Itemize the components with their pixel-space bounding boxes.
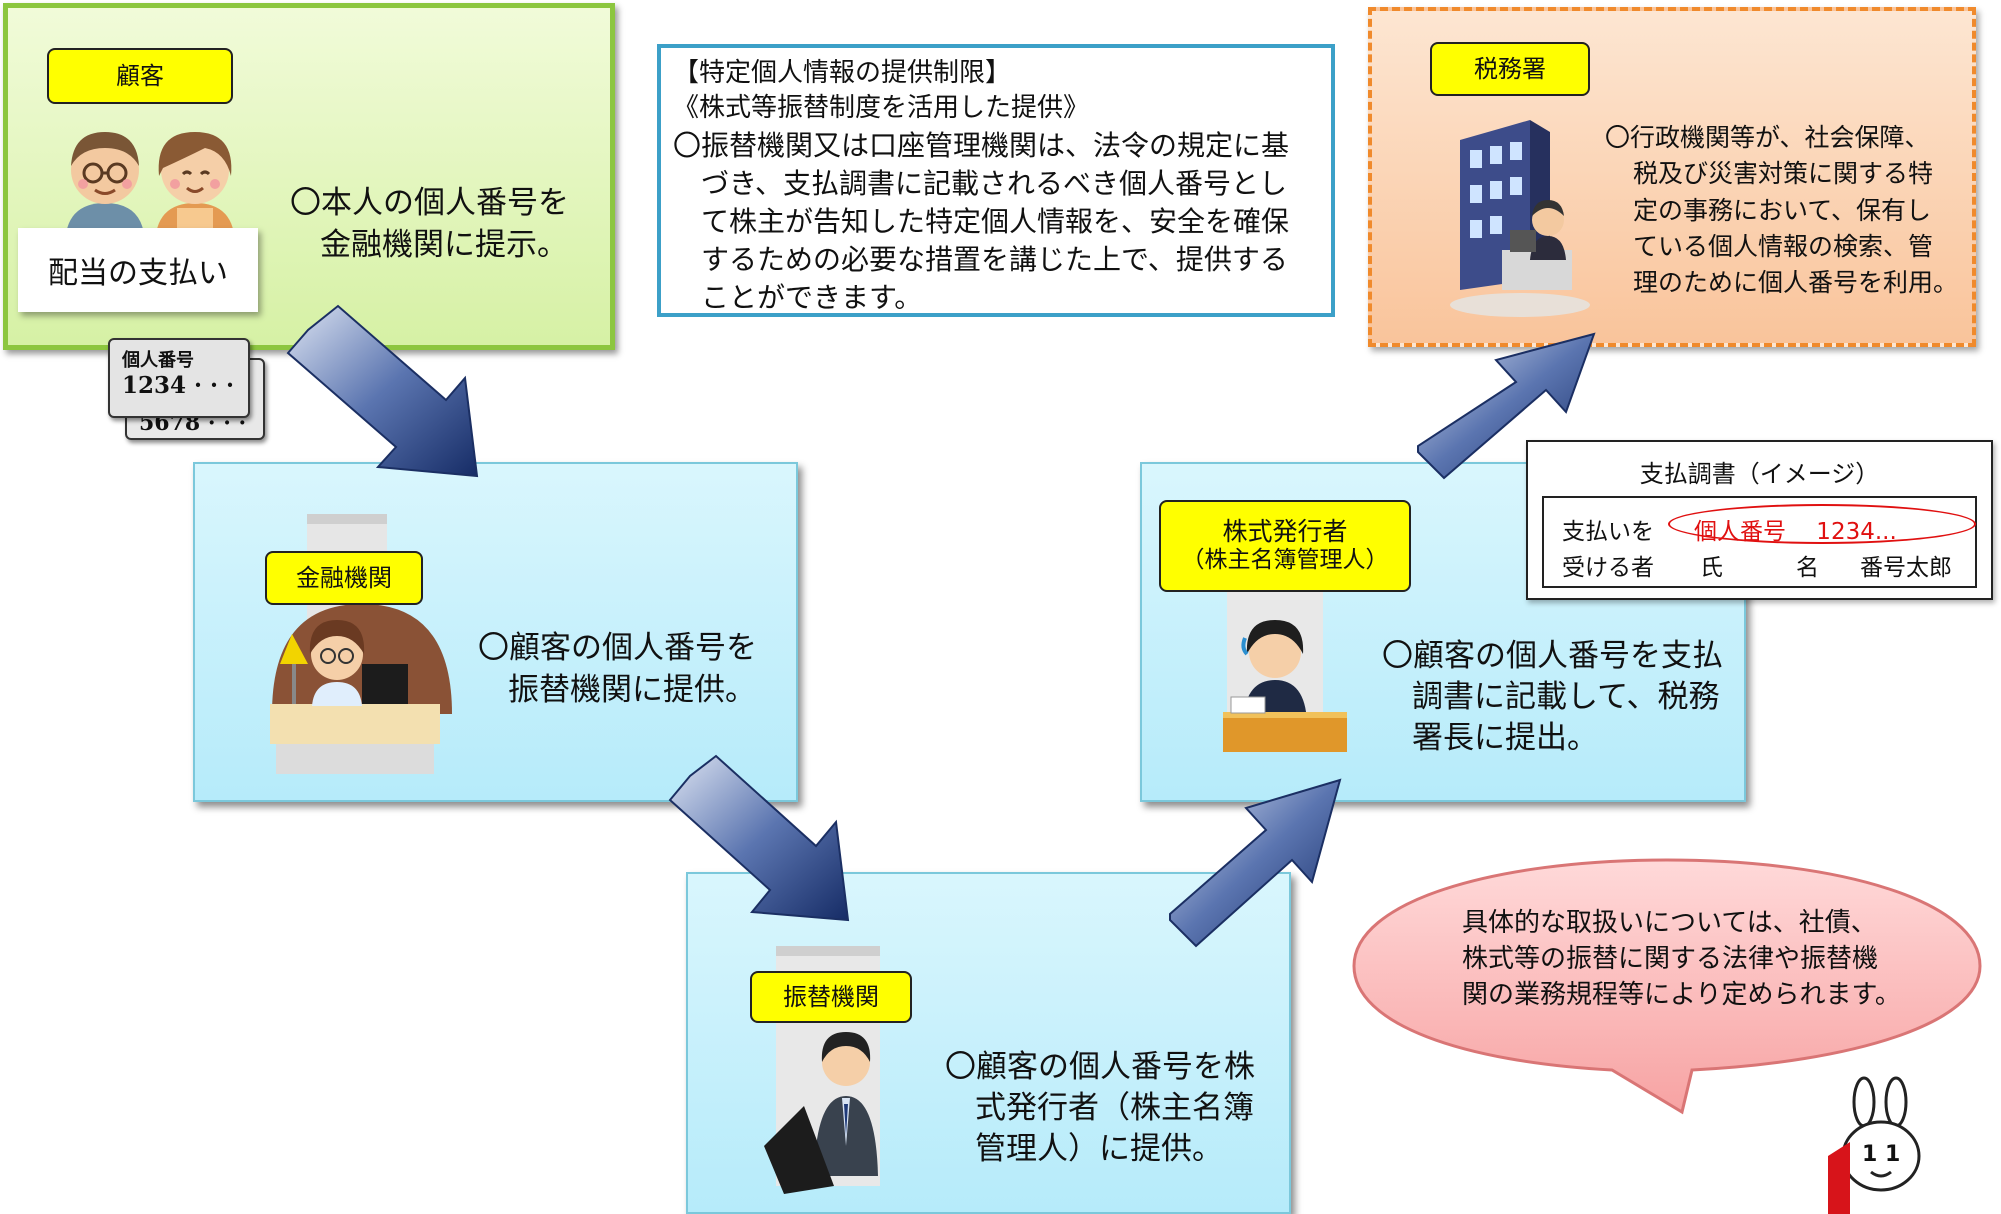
dividend-payment-caption: 配当の支払い xyxy=(18,228,258,312)
stock-issuer-line-3: 署長に提出。 xyxy=(1412,720,1598,757)
tax-office-description: 〇行政機関等が、社会保障、 税及び災害対策に関する特 定の事務において、保有し … xyxy=(1605,120,1958,301)
arrow-financial-to-transfer xyxy=(668,754,850,922)
tax-office-line-1: 〇行政機関等が、社会保障、 xyxy=(1605,123,1930,152)
notice-line-1: 〇振替機関又は口座管理機関は、法令の規定に基 xyxy=(673,128,1290,162)
notice-line-3: て株主が告知した特定個人情報を、安全を確保 xyxy=(701,204,1290,238)
transfer-desc-line-1: 〇顧客の個人番号を株 xyxy=(945,1049,1255,1085)
dividend-payment-label: 配当の支払い xyxy=(48,256,228,291)
arrow-transfer-to-issuer xyxy=(1169,778,1342,948)
notice-line-5: ことができます。 xyxy=(701,281,923,315)
transfer-description: 〇顧客の個人番号を株 式発行者（株主名簿 管理人）に提供。 xyxy=(945,1047,1255,1171)
statement-row1-label: 支払いを xyxy=(1562,519,1654,545)
customer-description: 〇本人の個人番号を 金融機関に提示。 xyxy=(290,183,569,267)
bubble-line-1: 具体的な取扱いについては、社債、 xyxy=(1462,908,1877,938)
tax-office-tag: 税務署 xyxy=(1430,42,1590,96)
tax-office-line-3: 定の事務において、保有し xyxy=(1633,195,1932,225)
transfer-desc-line-2: 式発行者（株主名簿 xyxy=(975,1090,1254,1127)
payment-statement-image: 支払調書（イメージ） 支払いを 個人番号 1234... 受ける者 氏 名 番号… xyxy=(1526,440,1993,600)
statement-row1-value: 個人番号 1234... xyxy=(1694,519,1897,545)
tax-office-line-5: 理のために個人番号を利用。 xyxy=(1633,268,1959,297)
stock-issuer-tag: 株式発行者 （株主名簿管理人） xyxy=(1159,500,1411,592)
stock-issuer-tag-line-1: 株式発行者 xyxy=(1222,517,1348,547)
my-number-card: 個人番号 1234 · · · xyxy=(108,338,250,418)
bubble-line-3: 関の業務規程等により定められます。 xyxy=(1462,979,1901,1010)
customer-tag: 顧客 xyxy=(47,48,233,104)
financial-institution-tag: 金融機関 xyxy=(265,551,423,605)
arrow-issuer-to-tax-office xyxy=(1417,332,1596,480)
payment-statement-table: 支払いを 個人番号 1234... 受ける者 氏 名 番号太郎 xyxy=(1542,496,1977,588)
mynumber-rabbit-mascot xyxy=(1828,1076,1921,1214)
transfer-institution-tag: 振替機関 xyxy=(750,971,912,1023)
stock-issuer-tag-line-2: （株主名簿管理人） xyxy=(1181,547,1389,574)
financial-description: 〇顧客の個人番号を 振替機関に提供。 xyxy=(478,628,757,712)
transfer-desc-line-3: 管理人）に提供。 xyxy=(975,1131,1223,1168)
financial-desc-line-2: 振替機関に提供。 xyxy=(508,671,756,708)
stock-issuer-line-1: 〇顧客の個人番号を支払 xyxy=(1382,638,1723,674)
notice-heading: 【特定個人情報の提供制限】 xyxy=(673,58,1012,88)
stock-issuer-description: 〇顧客の個人番号を支払 調書に記載して、税務 署長に提出。 xyxy=(1382,636,1723,760)
statement-row2-surname: 氏 xyxy=(1700,555,1723,581)
card-title: 個人番号 xyxy=(122,350,194,371)
arrow-customer-to-financial xyxy=(286,304,479,478)
speech-bubble xyxy=(1352,858,1982,1115)
bubble-line-2: 株式等の振替に関する法律や振替機 xyxy=(1462,943,1879,974)
tax-office-line-4: ている個人情報の検索、管 xyxy=(1633,231,1934,261)
statement-row2-given: 名 xyxy=(1796,555,1819,581)
customer-desc-line-2: 金融機関に提示。 xyxy=(320,226,568,263)
provision-restriction-notice: 【特定個人情報の提供制限】 《株式等振替制度を活用した提供》 〇振替機関又は口座… xyxy=(657,44,1335,317)
financial-desc-line-1: 〇顧客の個人番号を xyxy=(478,630,757,666)
payment-statement-title: 支払調書（イメージ） xyxy=(1639,460,1880,488)
speech-bubble-text: 具体的な取扱いについては、社債、 株式等の振替に関する法律や振替機 関の業務規程… xyxy=(1462,906,1901,1014)
stock-issuer-line-2: 調書に記載して、税務 xyxy=(1412,679,1720,716)
tax-office-line-2: 税及び災害対策に関する特 xyxy=(1633,159,1934,189)
customer-desc-line-1: 〇本人の個人番号を xyxy=(290,185,569,221)
mascot-eyes: 1 1 xyxy=(1862,1142,1901,1167)
notice-line-2: づき、支払調書に記載されるべき個人番号とし xyxy=(701,166,1288,200)
statement-row2-name: 番号太郎 xyxy=(1860,555,1952,581)
notice-subheading: 《株式等振替制度を活用した提供》 xyxy=(673,93,1090,124)
card-number: 1234 · · · xyxy=(122,372,235,399)
statement-number-oval xyxy=(1668,504,1976,544)
notice-line-4: するための必要な措置を講じた上で、提供する xyxy=(701,242,1288,276)
statement-row2-label: 受ける者 xyxy=(1562,555,1654,581)
tax-office-building-illustration xyxy=(1450,120,1590,317)
